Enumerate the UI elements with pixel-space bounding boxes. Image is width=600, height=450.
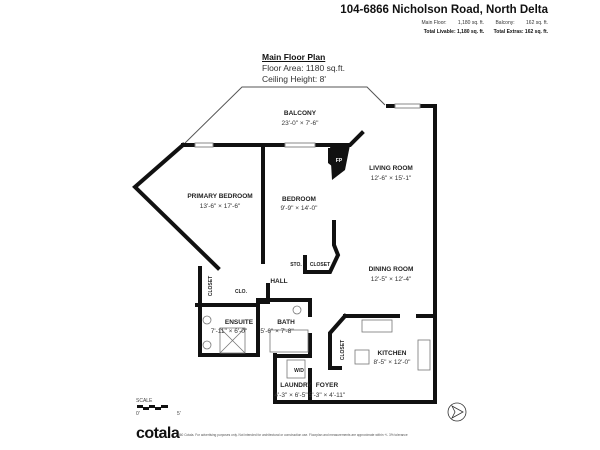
balcony-name: BALCONY bbox=[284, 110, 317, 117]
walls bbox=[132, 104, 437, 404]
fireplace bbox=[330, 145, 350, 180]
main-floor-value: 1,180 sq. ft. bbox=[457, 20, 485, 26]
scale-min: 0' bbox=[136, 411, 140, 417]
balcony-dim: 23'-0" × 7'-6" bbox=[282, 120, 320, 127]
windows bbox=[194, 103, 421, 148]
bedroom-name: BEDROOM bbox=[282, 196, 316, 203]
foyer-name: FOYER bbox=[316, 382, 339, 389]
living-name: LIVING ROOM bbox=[369, 165, 413, 172]
closet-label-bedroom: CLOSET bbox=[310, 262, 330, 268]
hall-label: HALL bbox=[270, 278, 287, 285]
scale-bar bbox=[137, 405, 168, 410]
area-row-2: Total Livable: 1,180 sq. ft. Total Extra… bbox=[424, 29, 548, 35]
plan-title: Main Floor Plan bbox=[262, 52, 326, 62]
balcony-value: 162 sq. ft. bbox=[526, 20, 548, 26]
fixtures bbox=[202, 305, 431, 379]
total-extras: Total Extras: 162 sq. ft. bbox=[493, 29, 548, 35]
kitchen-dim: 8'-5" × 12'-0" bbox=[374, 359, 412, 366]
bedroom-dim: 9'-9" × 14'-0" bbox=[281, 205, 319, 212]
ceiling-height: Ceiling Height: 8' bbox=[262, 74, 326, 84]
laundry-dim: 4'-3" × 6'-5" bbox=[274, 392, 308, 399]
ensuite-name: ENSUITE bbox=[225, 319, 254, 326]
sto-label: STO. bbox=[290, 262, 302, 268]
total-livable: Total Livable: 1,180 sq. ft. bbox=[423, 29, 485, 35]
kitchen-name: KITCHEN bbox=[378, 350, 407, 357]
foyer-dim: 5'-3" × 4'-11" bbox=[309, 392, 346, 399]
north-arrow-icon bbox=[447, 402, 467, 422]
scale-label: SCALE bbox=[136, 398, 153, 404]
floor-area: Floor Area: 1180 sq.ft. bbox=[262, 63, 345, 73]
closet-label-primary: CLOSET bbox=[208, 276, 214, 296]
fp-label: FP bbox=[336, 158, 343, 164]
dining-name: DINING ROOM bbox=[369, 266, 414, 273]
primary-name: PRIMARY BEDROOM bbox=[187, 193, 252, 200]
laundry-name: LAUNDRY bbox=[280, 382, 312, 389]
area-row-1: Main Floor: 1,180 sq. ft. Balcony: 162 s… bbox=[422, 20, 548, 26]
dining-dim: 12'-5" × 12'-4" bbox=[371, 276, 412, 283]
main-floor-label: Main Floor: bbox=[421, 20, 447, 26]
disclaimer: 360 Cotala. For advertising purposes onl… bbox=[178, 433, 408, 437]
balcony-outline bbox=[182, 86, 386, 146]
bath-name: BATH bbox=[277, 319, 295, 326]
clo-label: CLO. bbox=[235, 289, 248, 295]
plan-info: Main Floor Plan Floor Area: 1180 sq.ft. … bbox=[262, 52, 345, 85]
wd-label: W/D bbox=[294, 368, 304, 374]
closet-label-kitchen: CLOSET bbox=[340, 340, 346, 360]
address-title: 104-6866 Nicholson Road, North Delta bbox=[340, 4, 548, 16]
living-dim: 12'-6" × 15'-1" bbox=[371, 175, 412, 182]
balcony-label: Balcony: bbox=[495, 20, 515, 26]
primary-dim: 13'-6" × 17'-6" bbox=[200, 203, 241, 210]
scale-max: 5' bbox=[177, 411, 181, 417]
ensuite-dim: 7'-11" × 6'-0" bbox=[211, 328, 248, 335]
cotala-logo: cotala bbox=[136, 425, 180, 442]
bath-dim: 5'-6" × 7'-8" bbox=[260, 328, 294, 335]
